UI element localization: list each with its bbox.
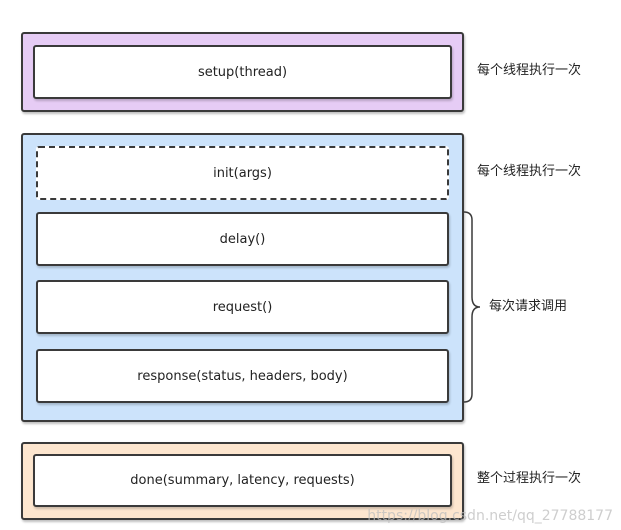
setup-note: 每个线程执行一次 xyxy=(477,63,582,78)
setup-box: setup(thread) xyxy=(33,45,452,99)
response-box: response(status, headers, body) xyxy=(36,349,449,403)
watermark-text: https://blog.csdn.net/qq_27788177 xyxy=(367,508,613,524)
request-box: request() xyxy=(36,280,449,334)
done-box: done(summary, latency, requests) xyxy=(33,454,452,507)
init-note: 每个线程执行一次 xyxy=(477,164,582,179)
per-request-note: 每次请求调用 xyxy=(489,299,568,314)
per-request-brace xyxy=(463,211,481,403)
delay-box: delay() xyxy=(36,212,449,266)
done-note: 整个过程执行一次 xyxy=(477,471,582,486)
init-box: init(args) xyxy=(36,146,449,200)
